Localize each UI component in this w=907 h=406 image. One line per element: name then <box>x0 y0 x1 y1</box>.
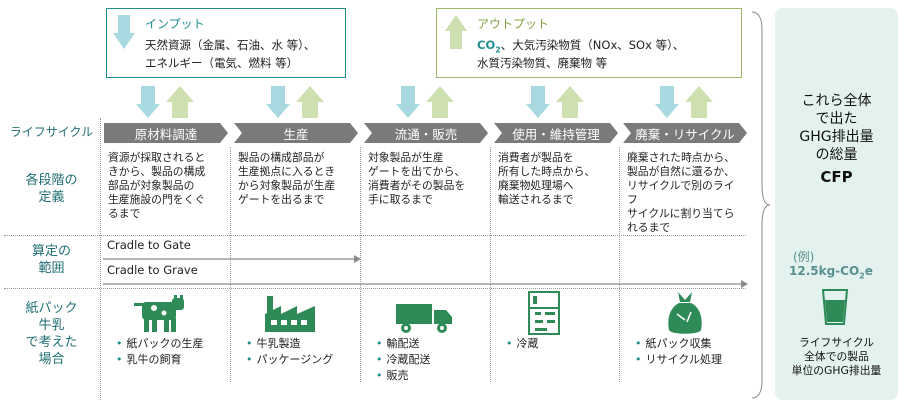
separator <box>100 118 101 400</box>
separator <box>619 147 620 382</box>
definition-line: 廃棄された時点から、 <box>627 151 735 164</box>
cfp-description: これら全体 で出た GHG排出量 の総量 <box>799 93 874 163</box>
example-item: •乳牛の飼育 <box>116 353 182 366</box>
definition-line: 製品が自然に還るか、 <box>627 165 735 178</box>
definition-line: から対象製品が生産 <box>238 179 336 192</box>
input-line-1: 天然資源（金属、石油、水 等）、 <box>145 38 316 52</box>
stage-1: 原材料調達 <box>104 123 228 143</box>
definition-line: 消費者が製品を <box>498 151 574 164</box>
stage-definition-2: 製品の構成部品が生産拠点に入るときから対象製品が生産ゲートを出るまで <box>238 151 356 207</box>
truck-icon <box>396 304 452 333</box>
definition-line: 部品が対象製品の <box>108 179 195 192</box>
example-item: •紙パックの生産 <box>116 337 204 350</box>
definition-line: 対象製品が生産 <box>368 151 444 164</box>
example-list-3: •輸配送 •冷蔵配送 •販売 <box>376 336 431 384</box>
down-arrow-icon <box>113 15 135 49</box>
up-arrow-icon <box>445 15 467 49</box>
row-label-definition: 各段階の定義 <box>25 173 78 205</box>
output-title: アウトプット <box>477 17 550 31</box>
definition-line: 手に取るまで <box>368 193 433 206</box>
output-box: アウトプット CO2、大気汚染物質（NOx、SOx 等）、 水質汚染物質、廃棄物… <box>436 8 742 78</box>
definition-line: ゲートを出てから、 <box>368 165 466 178</box>
definition-line: きから、製品の構成 <box>108 165 206 178</box>
definition-line: 製品の構成部品が <box>238 151 325 164</box>
output-line-2: 水質汚染物質、廃棄物 等 <box>477 56 608 70</box>
cfp-caption: ライフサイクル 全体での製品 単位のGHG排出量 <box>791 336 882 377</box>
definition-line: ゲートを出るまで <box>238 193 325 206</box>
definition-line: 消費者がその製品を <box>368 179 466 192</box>
example-value: 12.5kg-CO2e <box>789 264 873 281</box>
example-item: •販売 <box>376 369 409 382</box>
example-item: •パッケージング <box>246 353 334 366</box>
definition-line: るまで <box>108 207 141 220</box>
refrigerator-icon <box>528 291 560 335</box>
input-line-2: エネルギー（電気、燃料 等） <box>145 56 299 70</box>
stage-3: 流通・販売 <box>364 123 488 143</box>
example-list-5: •紙パック収集 •リサイクル処理 <box>635 336 722 368</box>
definition-line: サイクルに割り当てら <box>627 207 735 220</box>
factory-icon <box>265 296 315 332</box>
stage-io-arrows <box>655 86 713 118</box>
stage-definition-4: 消費者が製品を所有した時点から、廃棄物処理場へ輸送されるまで <box>498 151 616 207</box>
row-label-scope: 算定の範囲 <box>31 244 71 276</box>
stage-io-arrows <box>526 86 584 118</box>
definition-line: 輸送されるまで <box>498 193 574 206</box>
garbage-bag-icon <box>668 292 702 334</box>
definition-line: 所有した時点から、 <box>498 165 596 178</box>
separator <box>360 147 361 382</box>
definition-line: リサイクルで別のライフ <box>627 179 735 206</box>
stage-2: 生産 <box>234 123 358 143</box>
example-label: (例) <box>793 250 815 264</box>
stage-4: 使用・維持管理 <box>494 123 618 143</box>
stage-definition-5: 廃棄された時点から、製品が自然に還るか、リサイクルで別のライフサイクルに割り当て… <box>627 151 745 235</box>
example-item: •リサイクル処理 <box>635 353 722 366</box>
output-line-1: CO2、大気汚染物質（NOx、SOx 等）、 <box>477 38 685 55</box>
co2-label: CO2 <box>477 38 501 55</box>
cfp-summary-panel: これら全体 で出た GHG排出量 の総量 CFP (例) 12.5kg-CO2e… <box>775 8 898 400</box>
definition-line: 資源が採取されると <box>108 151 206 164</box>
separator <box>490 147 491 382</box>
separator <box>4 235 746 236</box>
definition-line: 廃棄物処理場へ <box>498 179 574 192</box>
example-item: •紙パック収集 <box>635 337 712 350</box>
example-list-2: •牛乳製造 •パッケージング <box>246 336 333 368</box>
example-item: •輸配送 <box>376 337 420 350</box>
stage-5: 廃棄・リサイクル <box>623 123 747 143</box>
cradle-to-gate-arrow <box>103 255 361 263</box>
input-box: インプット 天然資源（金属、石油、水 等）、 エネルギー（電気、燃料 等） <box>106 8 346 78</box>
brace <box>751 11 770 399</box>
cow-icon <box>134 295 184 332</box>
row-label-lifecycle: ライフサイクル <box>9 125 94 139</box>
example-item: •冷蔵配送 <box>376 353 431 366</box>
cradle-to-grave-label: Cradle to Grave <box>107 263 198 277</box>
stage-io-arrows <box>396 86 454 118</box>
example-item: •牛乳製造 <box>246 337 301 350</box>
cradle-to-grave-arrow <box>103 280 748 288</box>
glass-icon <box>821 289 849 325</box>
stage-io-arrows <box>266 86 324 118</box>
row-label-example: 紙パック牛乳 で考えた場合 <box>25 301 78 367</box>
definition-line: れるまで <box>627 221 671 234</box>
definition-line: 生産拠点に入るとき <box>238 165 336 178</box>
separator <box>4 288 746 289</box>
stage-io-arrows <box>136 86 194 118</box>
stage-definition-3: 対象製品が生産ゲートを出てから、消費者がその製品を手に取るまで <box>368 151 486 207</box>
example-item: •冷蔵 <box>506 337 539 350</box>
example-list-1: •紙パックの生産 •乳牛の飼育 <box>116 336 204 368</box>
input-title: インプット <box>145 17 205 31</box>
example-list-4: •冷蔵 <box>506 336 539 352</box>
separator <box>230 147 231 382</box>
cradle-to-gate-label: Cradle to Gate <box>107 238 191 252</box>
stage-definition-1: 資源が採取されるときから、製品の構成部品が対象製品の生産施設の門をくぐるまで <box>108 151 226 221</box>
definition-line: 生産施設の門をくぐ <box>108 193 206 206</box>
cfp-label: CFP <box>820 168 853 186</box>
